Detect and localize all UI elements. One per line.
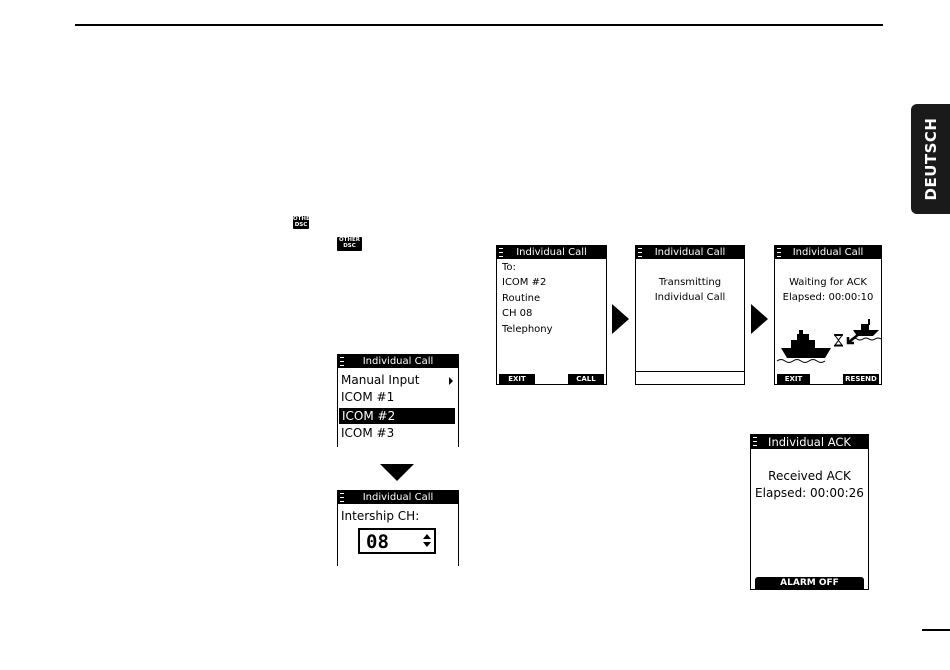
confirm-screen: Individual Call To: ICOM #2 Routine CH 0… bbox=[496, 245, 607, 385]
alarm-off-softkey[interactable]: ALARM OFF bbox=[755, 577, 864, 589]
stepper-down-icon[interactable] bbox=[423, 542, 431, 547]
other-dsc-key-icon: OTHER DSC bbox=[337, 237, 362, 251]
confirm-line-mode: Telephony bbox=[502, 324, 553, 335]
chevron-right-icon bbox=[449, 377, 453, 385]
large-ship-icon bbox=[776, 330, 831, 363]
channel-value: 08 bbox=[366, 531, 389, 553]
language-tab: DEUTSCH bbox=[911, 104, 950, 214]
call-softkey[interactable]: CALL bbox=[568, 374, 604, 384]
softkey-bar bbox=[636, 371, 744, 384]
ack-line-1: Received ACK bbox=[768, 469, 851, 483]
menu-item-icom-1[interactable]: ICOM #1 bbox=[341, 390, 395, 404]
right-arrow-icon bbox=[612, 304, 629, 334]
channel-label: Intership CH: bbox=[341, 509, 420, 523]
confirm-line-channel: CH 08 bbox=[502, 308, 533, 319]
menu-icon bbox=[777, 248, 781, 257]
page-number-rule bbox=[922, 629, 950, 631]
header-rule bbox=[75, 24, 883, 26]
confirm-line-to: To: bbox=[502, 262, 516, 273]
menu-item-icom-3[interactable]: ICOM #3 bbox=[341, 426, 395, 440]
other-dsc-key-icon: OTHER DSC bbox=[293, 216, 315, 229]
key-label-bottom: DSC bbox=[343, 243, 356, 249]
hourglass-icon bbox=[833, 334, 844, 347]
incoming-arrow-icon bbox=[846, 333, 860, 345]
key-label-top: OTHER bbox=[338, 237, 361, 243]
menu-icon bbox=[340, 493, 344, 502]
waiting-line-2: Elapsed: 00:00:10 bbox=[782, 292, 874, 303]
menu-icon bbox=[638, 248, 642, 257]
key-label-bottom: DSC bbox=[294, 222, 308, 228]
confirm-screen-title: Individual Call bbox=[497, 246, 606, 259]
ship-animation-icon bbox=[776, 319, 881, 363]
channel-stepper[interactable]: 08 bbox=[358, 528, 436, 554]
small-ship-icon bbox=[850, 319, 881, 341]
transmit-screen: Individual Call Transmitting Individual … bbox=[635, 245, 745, 385]
menu-item-manual-input[interactable]: Manual Input bbox=[341, 373, 456, 388]
ack-screen-title: Individual ACK bbox=[751, 435, 868, 449]
language-tab-label: DEUTSCH bbox=[921, 117, 940, 201]
menu-icon bbox=[753, 437, 757, 446]
resend-softkey[interactable]: RESEND bbox=[843, 374, 879, 384]
down-arrow-icon bbox=[380, 464, 414, 481]
menu-screen-title: Individual Call bbox=[338, 355, 458, 368]
channel-screen-title: Individual Call bbox=[338, 491, 458, 504]
ack-line-2: Elapsed: 00:00:26 bbox=[755, 486, 864, 500]
confirm-line-category: Routine bbox=[502, 293, 541, 304]
menu-item-icom-2[interactable]: ICOM #2 bbox=[339, 408, 455, 424]
confirm-line-station: ICOM #2 bbox=[502, 277, 547, 288]
waiting-screen-title: Individual Call bbox=[775, 246, 881, 259]
stepper-up-icon[interactable] bbox=[423, 534, 431, 539]
channel-screen: Individual Call Intership CH: 08 bbox=[337, 490, 459, 566]
key-label-top: OTHER bbox=[293, 216, 315, 222]
menu-screen: Individual Call Manual Input ICOM #1 ICO… bbox=[337, 354, 459, 447]
transmit-screen-title: Individual Call bbox=[636, 246, 744, 259]
transmit-line-1: Transmitting bbox=[658, 277, 722, 288]
menu-icon bbox=[499, 248, 503, 257]
ack-screen: Individual ACK Received ACK Elapsed: 00:… bbox=[750, 434, 869, 590]
exit-softkey[interactable]: EXIT bbox=[499, 374, 535, 384]
waiting-line-1: Waiting for ACK bbox=[789, 277, 867, 288]
right-arrow-icon bbox=[751, 304, 768, 334]
exit-softkey[interactable]: EXIT bbox=[777, 374, 810, 384]
waiting-screen: Individual Call Waiting for ACK Elapsed:… bbox=[774, 245, 882, 385]
menu-icon bbox=[340, 357, 344, 366]
transmit-line-2: Individual Call bbox=[654, 292, 726, 303]
menu-item-label: Manual Input bbox=[341, 373, 420, 387]
